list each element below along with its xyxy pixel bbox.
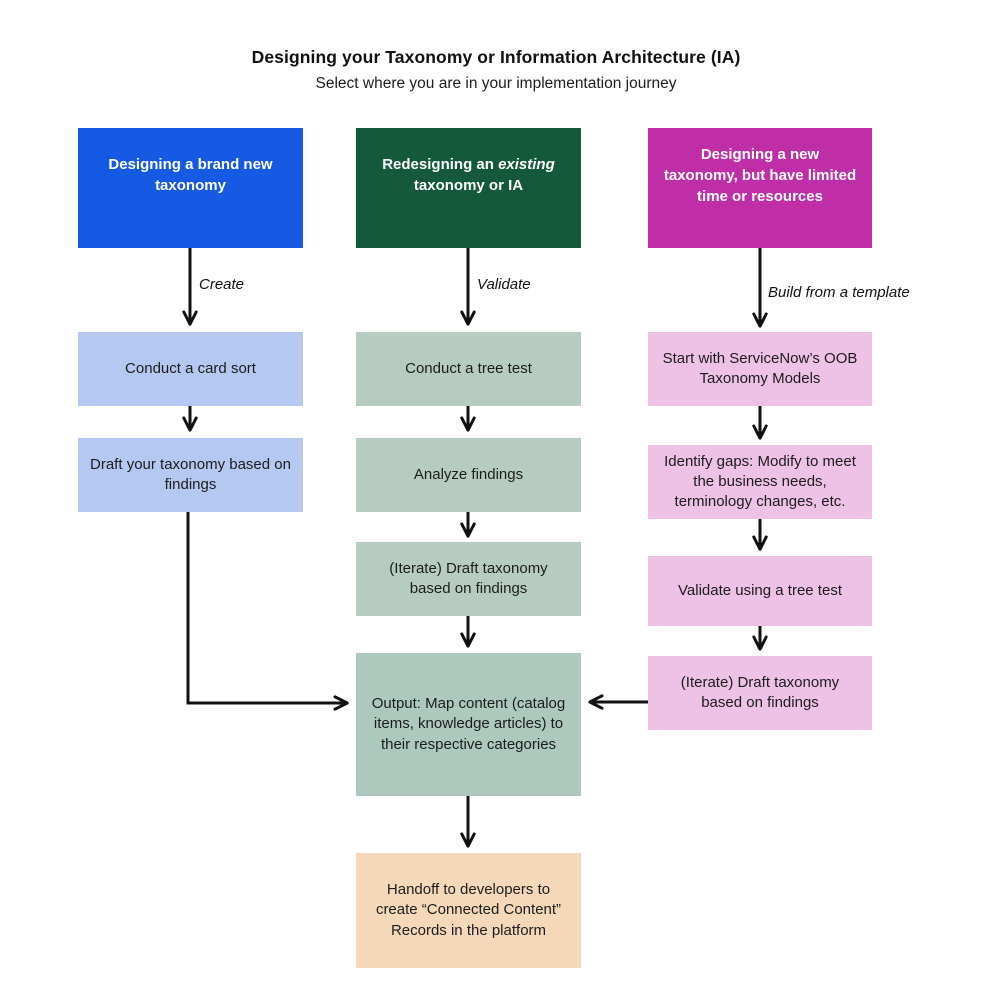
output-node-label: Output: Map content (catalog items, know… <box>371 695 566 753</box>
option-limited-resources[interactable]: Designing a new taxonomy, but have limit… <box>648 128 872 248</box>
redesign-label-italic: existing <box>498 156 555 173</box>
step-oob-models: Start with ServiceNow’s OOB Taxonomy Mod… <box>648 332 872 406</box>
step-tree-test-label: Conduct a tree test <box>405 359 532 377</box>
edge-label-create: Create <box>199 276 245 293</box>
option-redesign-existing[interactable]: Redesigning an existing taxonomy or IA <box>356 128 581 248</box>
step-card-sort: Conduct a card sort <box>78 332 303 406</box>
output-node: Output: Map content (catalog items, know… <box>356 653 581 796</box>
step-iterate-draft-label: (Iterate) Draft taxonomy based on findin… <box>389 559 548 597</box>
step-validate-tree-test-label: Validate using a tree test <box>678 581 842 599</box>
step-analyze-findings: Analyze findings <box>356 438 581 512</box>
option-redesign-label: Redesigning an existing taxonomy or IA <box>370 154 567 196</box>
step-draft-taxonomy-label: Draft your taxonomy based on findings <box>90 455 291 493</box>
edge-label-validate: Validate <box>477 276 531 293</box>
step-tree-test: Conduct a tree test <box>356 332 581 406</box>
option-brand-new-taxonomy[interactable]: Designing a brand new taxonomy <box>78 128 303 248</box>
edge-label-build-template: Build from a template <box>768 284 910 301</box>
step-validate-tree-test: Validate using a tree test <box>648 556 872 626</box>
page-title: Designing your Taxonomy or Information A… <box>251 47 741 67</box>
redesign-label-pre: Redesigning an <box>382 156 499 173</box>
step-analyze-findings-label: Analyze findings <box>413 465 524 483</box>
step-card-sort-label: Conduct a card sort <box>125 359 256 377</box>
option-brand-new-label: Designing a brand new taxonomy <box>108 156 273 194</box>
redesign-label-post: taxonomy or IA <box>413 177 524 194</box>
step-iterate-draft-template: (Iterate) Draft taxonomy based on findin… <box>648 656 872 730</box>
step-identify-gaps: Identify gaps: Modify to meet the busine… <box>648 445 872 519</box>
option-limited-label: Designing a new taxonomy, but have limit… <box>663 145 857 205</box>
step-draft-taxonomy: Draft your taxonomy based on findings <box>78 438 303 512</box>
step-identify-gaps-label: Identify gaps: Modify to meet the busine… <box>664 452 856 511</box>
step-iterate-draft: (Iterate) Draft taxonomy based on findin… <box>356 542 581 616</box>
page-subtitle: Select where you are in your implementat… <box>315 75 677 92</box>
step-iterate-draft-template-label: (Iterate) Draft taxonomy based on findin… <box>680 673 840 711</box>
step-oob-models-label: Start with ServiceNow’s OOB Taxonomy Mod… <box>662 349 858 387</box>
handoff-node: Handoff to developers to create “Connect… <box>356 853 581 968</box>
handoff-node-label: Handoff to developers to create “Connect… <box>375 881 562 939</box>
